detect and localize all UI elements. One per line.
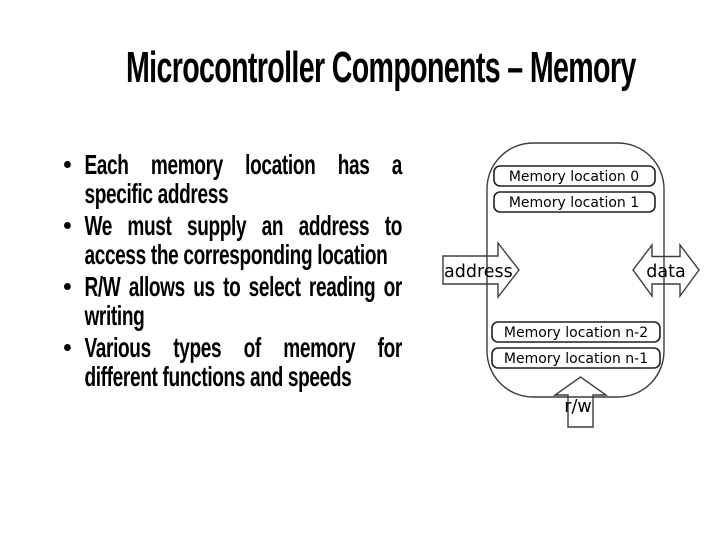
bullet-icon [64,222,71,229]
bullet-item: Each memory location has a specific addr… [62,150,402,208]
data-label: data [646,262,685,282]
memory-cell-label-0: Memory location 0 [509,169,639,185]
address-label: address [444,262,513,282]
memory-cell-box-1 [493,191,656,213]
bullet-icon [64,344,71,351]
memory-cell-box-n2 [491,321,661,343]
memory-cell-label-n1: Memory location n-1 [504,351,648,367]
bullet-item: Various types of memory for different fu… [62,333,402,391]
bullet-item: R/W allows us to select reading or writi… [62,272,402,330]
memory-cell-label-1: Memory location 1 [509,195,639,211]
data-arrow [632,242,700,299]
bullet-icon [64,161,71,168]
bullet-text: Each memory location has a specific addr… [84,149,402,209]
bullet-list: Each memory location has a specific addr… [62,150,402,394]
bullet-icon [64,283,71,290]
rw-arrow [552,376,609,428]
memory-cell-box-n1 [491,347,661,369]
memory-block-outline [486,142,665,398]
bullet-text: R/W allows us to select reading or writi… [84,271,402,331]
rw-label: r/w [564,397,591,417]
slide-title: Microcontroller Components – Memory [126,43,636,92]
bullet-item: We must supply an address to access the … [62,211,402,269]
address-arrow [442,240,520,300]
memory-cell-label-n2: Memory location n-2 [504,325,648,341]
memory-cell-box-0 [493,165,656,187]
bullet-text: Various types of memory for different fu… [84,332,402,392]
bullet-text: We must supply an address to access the … [84,210,402,270]
